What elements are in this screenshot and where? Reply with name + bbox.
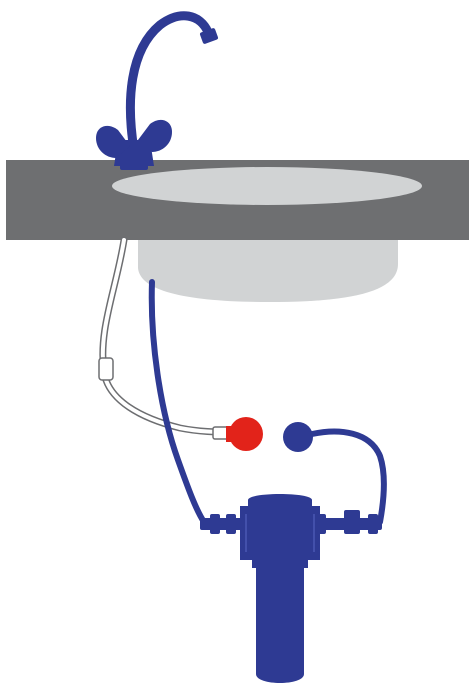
cold-inlet-hose (309, 428, 387, 525)
filtered-outlet-hose (148, 279, 207, 525)
faucet-icon (96, 11, 219, 170)
sink-rim (112, 167, 422, 205)
sink-basin (138, 240, 398, 302)
hot-water-valve-icon (226, 417, 263, 451)
water-filter-cartridge-icon (200, 494, 382, 683)
cold-water-valve-icon (283, 422, 313, 452)
